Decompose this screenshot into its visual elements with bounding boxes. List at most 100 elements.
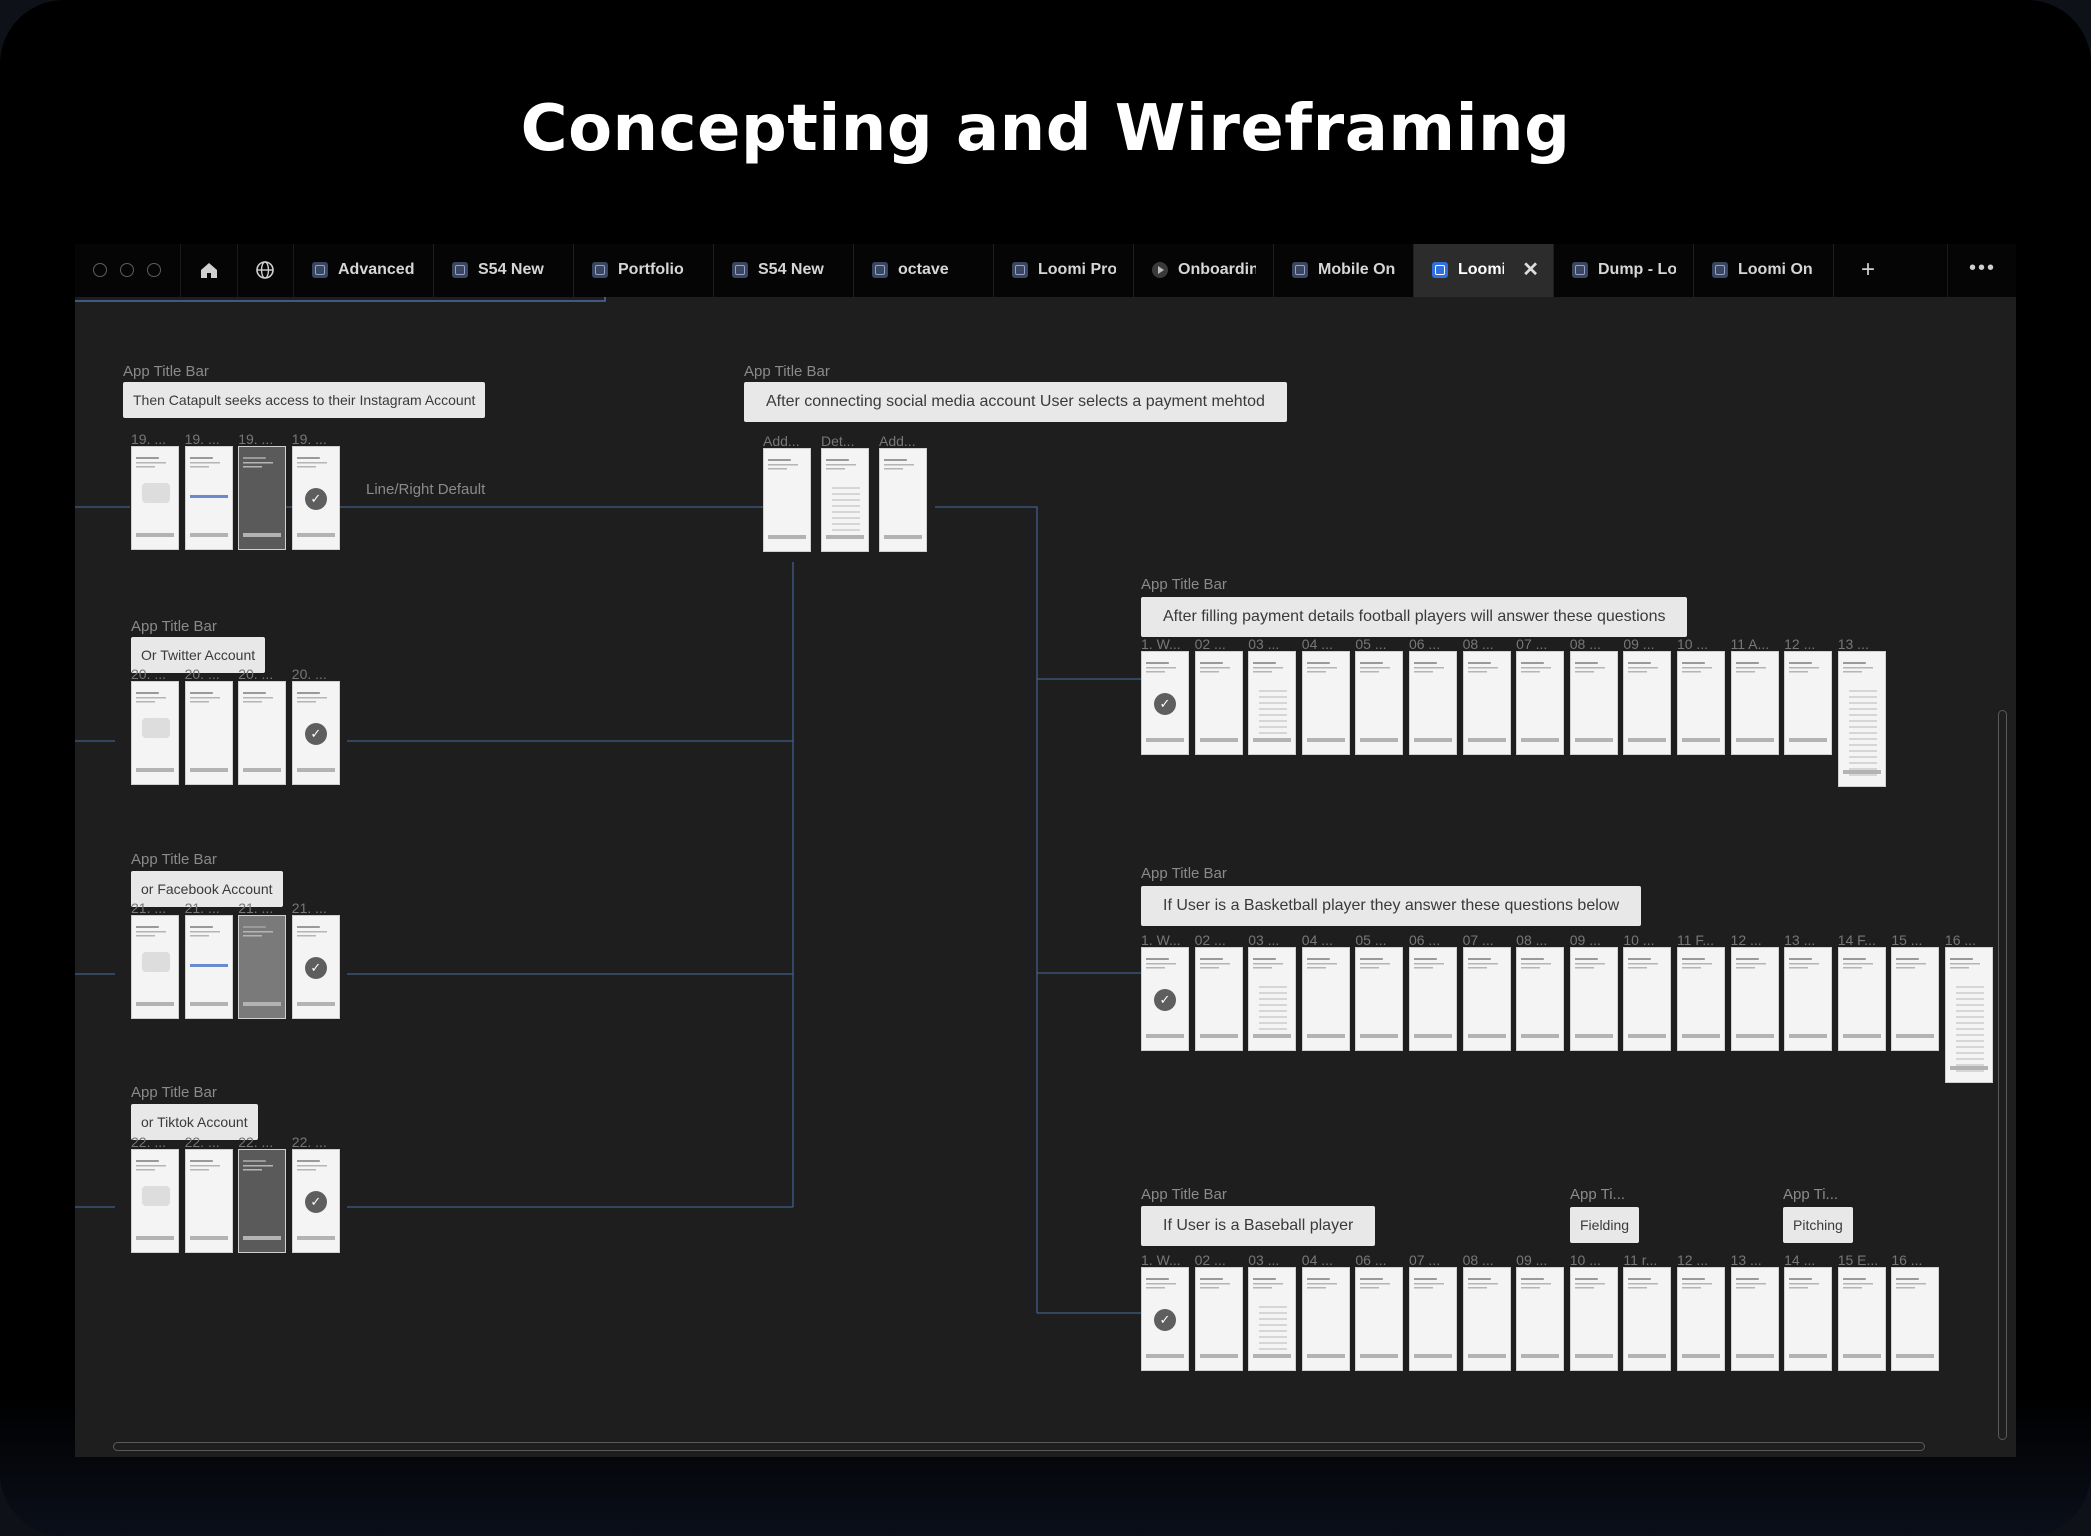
wireframe-frame[interactable]: 16 ... bbox=[1891, 1253, 1940, 1371]
wireframe-frame[interactable]: 08 ... bbox=[1569, 637, 1618, 787]
wireframe-frame[interactable]: 03 ... bbox=[1248, 637, 1297, 787]
tab-6[interactable]: Onboarding bbox=[1134, 244, 1274, 297]
window-maximize-control[interactable] bbox=[147, 263, 161, 277]
wireframe-frame[interactable]: 05 ... bbox=[1355, 637, 1404, 787]
wireframe-frame[interactable]: 04 ... bbox=[1301, 1253, 1350, 1371]
annotation-pitching[interactable]: Pitching bbox=[1783, 1207, 1853, 1243]
tab-8[interactable]: Loomi W✕ bbox=[1414, 244, 1554, 297]
wireframe-frame[interactable]: 08 ... bbox=[1516, 933, 1565, 1083]
horizontal-scrollbar[interactable] bbox=[113, 1442, 1925, 1451]
wireframe-frame[interactable]: 21. ...✓ bbox=[291, 901, 340, 1019]
wireframe-frame[interactable]: 22. ... bbox=[184, 1135, 233, 1253]
wireframe-frame[interactable]: 09 ... bbox=[1569, 933, 1618, 1083]
tab-9[interactable]: Dump - Lo bbox=[1554, 244, 1694, 297]
wireframe-frame[interactable]: 13 ... bbox=[1837, 637, 1886, 787]
wireframe-frame[interactable]: 09 ... bbox=[1516, 1253, 1565, 1371]
wireframe-frame[interactable]: 20. ... bbox=[238, 667, 287, 785]
tab-10[interactable]: Loomi On bbox=[1694, 244, 1834, 297]
tab-0[interactable]: Advanced bbox=[294, 244, 434, 297]
window-minimize-control[interactable] bbox=[120, 263, 134, 277]
wireframe-frame[interactable]: 10 ... bbox=[1623, 933, 1672, 1083]
wireframe-frame[interactable]: 1. W...✓ bbox=[1141, 933, 1189, 1083]
wireframe-frame[interactable]: 03 ... bbox=[1248, 1253, 1297, 1371]
tab-5[interactable]: Loomi Pro bbox=[994, 244, 1134, 297]
vertical-scrollbar[interactable] bbox=[1998, 710, 2007, 1440]
wireframe-frame[interactable]: 1. W...✓ bbox=[1141, 637, 1189, 787]
wireframe-frame[interactable]: 06 ... bbox=[1408, 637, 1457, 787]
annotation-payment[interactable]: After connecting social media account Us… bbox=[744, 382, 1287, 422]
wireframe-frame[interactable]: 12 ... bbox=[1730, 933, 1779, 1083]
wireframe-frame[interactable]: 07 ... bbox=[1516, 637, 1565, 787]
close-tab-icon[interactable]: ✕ bbox=[1522, 259, 1539, 281]
wireframe-frame[interactable]: 02 ... bbox=[1194, 637, 1243, 787]
wireframe-frame[interactable]: 07 ... bbox=[1462, 933, 1511, 1083]
design-canvas[interactable]: App Title Bar Then Catapult seeks access… bbox=[75, 297, 2016, 1457]
wireframe-frame[interactable]: 02 ... bbox=[1194, 1253, 1243, 1371]
wireframe-frame[interactable]: 14 ... bbox=[1784, 1253, 1833, 1371]
frame-thumbnail bbox=[1569, 1267, 1618, 1371]
wireframe-frame[interactable]: 22. ... bbox=[238, 1135, 287, 1253]
wireframe-frame[interactable]: 06 ... bbox=[1408, 933, 1457, 1083]
tab-2[interactable]: Portfolio bbox=[574, 244, 714, 297]
wireframe-frame[interactable]: 13 ... bbox=[1730, 1253, 1779, 1371]
wireframe-frame[interactable]: 20. ...✓ bbox=[291, 667, 340, 785]
wireframe-frame[interactable]: Add... bbox=[879, 434, 927, 552]
wireframe-frame[interactable]: 15 ... bbox=[1891, 933, 1940, 1083]
wireframe-frame[interactable]: 21. ... bbox=[238, 901, 287, 1019]
wireframe-frame[interactable]: 04 ... bbox=[1301, 933, 1350, 1083]
tab-3[interactable]: S54 New bbox=[714, 244, 854, 297]
wireframe-frame[interactable]: 21. ... bbox=[131, 901, 179, 1019]
wireframe-frame[interactable]: 08 ... bbox=[1462, 637, 1511, 787]
annotation-basketball[interactable]: If User is a Basketball player they answ… bbox=[1141, 886, 1642, 926]
wireframe-frame[interactable]: 14 F... bbox=[1837, 933, 1886, 1083]
frame-caption: 14 F... bbox=[1837, 933, 1876, 947]
wireframe-frame[interactable]: 02 ... bbox=[1194, 933, 1243, 1083]
wireframe-frame[interactable]: 08 ... bbox=[1462, 1253, 1511, 1371]
wireframe-frame[interactable]: 20. ... bbox=[184, 667, 233, 785]
wireframe-frame[interactable]: Det... bbox=[821, 434, 869, 552]
wireframe-frame[interactable]: 11 r... bbox=[1623, 1253, 1672, 1371]
wireframe-frame[interactable]: 19. ... bbox=[184, 432, 233, 550]
more-options-button[interactable]: ••• bbox=[1947, 244, 2016, 297]
wireframe-frame[interactable]: 11 A... bbox=[1730, 637, 1779, 787]
wireframe-frame[interactable]: Add... bbox=[763, 434, 811, 552]
tab-7[interactable]: Mobile On bbox=[1274, 244, 1414, 297]
wireframe-frame[interactable]: 09 ... bbox=[1623, 637, 1672, 787]
wireframe-frame[interactable]: 06 ... bbox=[1355, 1253, 1404, 1371]
wireframe-frame[interactable]: 05 ... bbox=[1355, 933, 1404, 1083]
community-button[interactable] bbox=[237, 244, 294, 297]
annotation-football[interactable]: After filling payment details football p… bbox=[1141, 597, 1688, 637]
annotation-fielding[interactable]: Fielding bbox=[1570, 1207, 1640, 1243]
frame-title: App Title Bar bbox=[1141, 1186, 1227, 1203]
new-tab-button[interactable]: + bbox=[1860, 256, 1875, 283]
wireframe-frame[interactable]: 21. ... bbox=[184, 901, 233, 1019]
wireframe-frame[interactable]: 04 ... bbox=[1301, 637, 1350, 787]
tab-1[interactable]: S54 New bbox=[434, 244, 574, 297]
wireframe-frame[interactable]: 22. ... bbox=[131, 1135, 179, 1253]
wireframe-frame[interactable]: 13 ... bbox=[1784, 933, 1833, 1083]
wireframe-frame[interactable]: 12 ... bbox=[1784, 637, 1833, 787]
wireframe-frame[interactable]: 22. ...✓ bbox=[291, 1135, 340, 1253]
wireframe-frame[interactable]: 16 ... bbox=[1944, 933, 1993, 1083]
tab-label: S54 New bbox=[758, 261, 824, 278]
annotation-twitter[interactable]: Or Twitter Account bbox=[131, 637, 266, 673]
wireframe-frame[interactable]: 03 ... bbox=[1248, 933, 1297, 1083]
wireframe-frame[interactable]: 15 E... bbox=[1837, 1253, 1886, 1371]
wireframe-frame[interactable]: 12 ... bbox=[1676, 1253, 1725, 1371]
annotation-facebook[interactable]: or Facebook Account bbox=[131, 871, 283, 907]
annotation-tiktok[interactable]: or Tiktok Account bbox=[131, 1104, 258, 1140]
annotation-instagram[interactable]: Then Catapult seeks access to their Inst… bbox=[123, 382, 486, 418]
window-close-control[interactable] bbox=[93, 263, 107, 277]
wireframe-frame[interactable]: 19. ... bbox=[238, 432, 287, 550]
wireframe-frame[interactable]: 19. ...✓ bbox=[291, 432, 340, 550]
wireframe-frame[interactable]: 10 ... bbox=[1676, 637, 1725, 787]
annotation-baseball[interactable]: If User is a Baseball player bbox=[1141, 1206, 1376, 1246]
wireframe-frame[interactable]: 11 F... bbox=[1676, 933, 1725, 1083]
wireframe-frame[interactable]: 10 ... bbox=[1569, 1253, 1618, 1371]
home-button[interactable] bbox=[180, 244, 238, 297]
wireframe-frame[interactable]: 20. ... bbox=[131, 667, 179, 785]
wireframe-frame[interactable]: 1. W...✓ bbox=[1141, 1253, 1189, 1371]
wireframe-frame[interactable]: 19. ... bbox=[131, 432, 179, 550]
wireframe-frame[interactable]: 07 ... bbox=[1408, 1253, 1457, 1371]
tab-4[interactable]: octave bbox=[854, 244, 994, 297]
